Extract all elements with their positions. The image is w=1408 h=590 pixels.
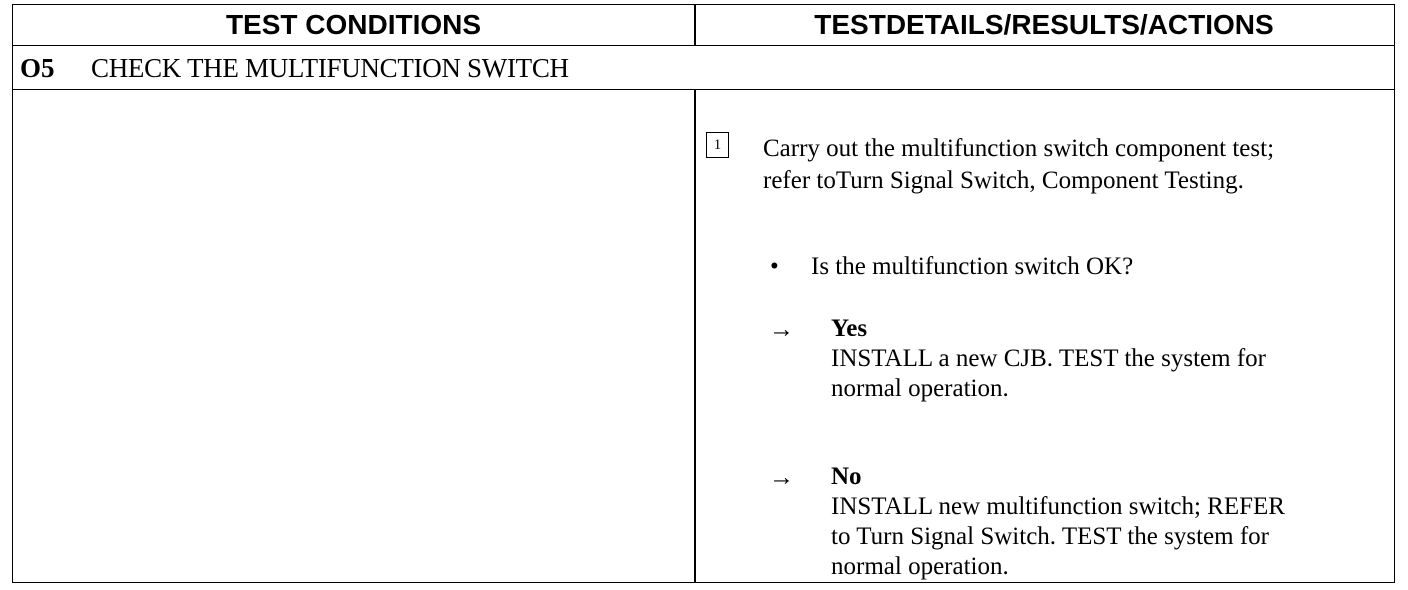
right-arrow-icon: → (769, 316, 794, 343)
no-text-line: normal operation. (831, 553, 1009, 580)
test-table: TEST CONDITIONS TESTDETAILS/RESULTS/ACTI… (12, 4, 1395, 583)
yes-label: Yes (831, 315, 868, 342)
no-label: No (831, 463, 862, 490)
substep-box: 1 (706, 132, 729, 158)
instruction-line: Carry out the multifunction switch compo… (763, 135, 1275, 162)
table-header: TEST CONDITIONS TESTDETAILS/RESULTS/ACTI… (13, 5, 1394, 46)
instruction-text: Carry out the multifunction switch compo… (763, 133, 1393, 197)
column-divider (694, 89, 696, 582)
bullet-icon: • (770, 253, 779, 280)
right-arrow-icon: → (769, 464, 794, 491)
yes-answer: Yes INSTALL a new CJB. TEST the system f… (831, 314, 1391, 404)
header-test-conditions: TEST CONDITIONS (225, 9, 482, 40)
no-text-line: to Turn Signal Switch. TEST the system f… (831, 523, 1270, 550)
header-test-details: TESTDETAILS/RESULTS/ACTIONS (814, 9, 1274, 40)
yes-text-line: INSTALL a new CJB. TEST the system for (831, 345, 1266, 372)
instruction-line: refer toTurn Signal Switch, Component Te… (763, 167, 1244, 194)
yes-text-line: normal operation. (831, 375, 1009, 402)
step-title: CHECK THE MULTIFUNCTION SWITCH (91, 53, 569, 83)
step-row: O5 CHECK THE MULTIFUNCTION SWITCH (13, 45, 1394, 90)
no-text-line: INSTALL new multifunction switch; REFER (831, 493, 1285, 520)
no-answer: No INSTALL new multifunction switch; REF… (831, 462, 1391, 582)
details-cell: 1 Carry out the multifunction switch com… (695, 89, 1394, 582)
step-number: O5 (20, 53, 55, 83)
header-divider (694, 5, 696, 45)
question-text: Is the multifunction switch OK? (811, 253, 1134, 280)
